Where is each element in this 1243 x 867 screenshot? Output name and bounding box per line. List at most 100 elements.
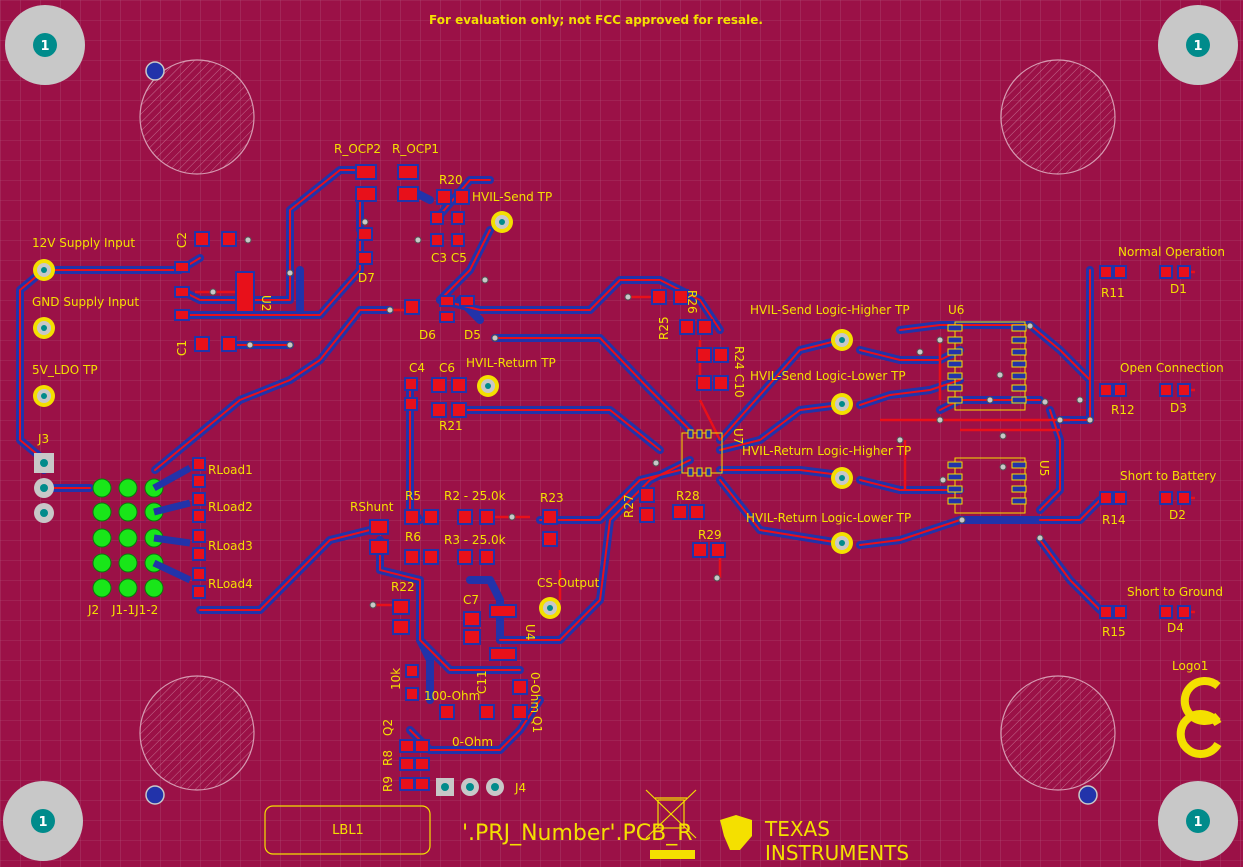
ref-r11: R11	[1101, 286, 1125, 300]
label-send-logic-lower: HVIL-Send Logic-Lower TP	[750, 369, 906, 383]
smd-components[interactable]	[174, 164, 1191, 791]
ref-u5: U5	[1037, 460, 1051, 476]
label-cs-output: CS-Output	[537, 576, 600, 590]
brand-texas: TEXAS	[764, 817, 830, 841]
svg-text:1: 1	[1193, 39, 1202, 54]
ref-rshunt: RShunt	[350, 500, 394, 514]
ref-rload1: RLoad1	[208, 463, 253, 477]
fcc-notice: For evaluation only; not FCC approved fo…	[429, 13, 763, 27]
svg-text:LBL1: LBL1	[332, 823, 364, 838]
ref-d2: D2	[1169, 508, 1186, 522]
connector-j4[interactable]	[436, 778, 504, 796]
label-open-connection: Open Connection	[1120, 361, 1224, 375]
vias	[209, 218, 1094, 609]
ref-j1: J1-1J1-2	[111, 603, 158, 617]
ref-r24: R24	[732, 346, 746, 370]
testpoint-return-logic-lower[interactable]	[831, 532, 853, 554]
silkscreen-labels: 12V Supply Input GND Supply Input 5V_LDO…	[32, 142, 1225, 795]
ref-j2: J2	[87, 603, 99, 617]
label-normal-operation: Normal Operation	[1118, 245, 1225, 259]
ref-r-ocp1: R_OCP1	[392, 142, 439, 156]
ic-u6[interactable]	[947, 321, 1027, 411]
ref-0-ohm-a: 0-Ohm	[528, 672, 542, 713]
ref-c11: C11	[475, 670, 489, 694]
ic-u7[interactable]	[681, 429, 723, 477]
ref-q1: Q1	[530, 716, 544, 733]
ref-r15: R15	[1102, 625, 1126, 639]
testpoint-return-logic-higher[interactable]	[831, 467, 853, 489]
ref-r22: R22	[391, 580, 415, 594]
project-underline	[650, 850, 695, 859]
ref-u2: U2	[259, 295, 273, 311]
ref-r12: R12	[1111, 403, 1135, 417]
ref-c10: C10	[732, 374, 746, 398]
weee-bin-icon	[645, 789, 697, 839]
label-short-battery: Short to Battery	[1120, 469, 1216, 483]
ref-r29: R29	[698, 528, 722, 542]
project-number: '.PRJ_Number'.PCB_R	[462, 821, 693, 846]
ref-c4: C4	[409, 361, 425, 375]
ref-c6: C6	[439, 361, 455, 375]
ref-d6: D6	[419, 328, 436, 342]
ref-c3-c5: C3 C5	[431, 251, 467, 265]
ref-q2: Q2	[381, 719, 395, 736]
ref-r3: R3 - 25.0k	[444, 533, 506, 547]
label-hvil-send: HVIL-Send TP	[472, 190, 552, 204]
ref-rload4: RLoad4	[208, 577, 253, 591]
connector-j3[interactable]	[34, 453, 54, 523]
ref-0-ohm-b: 0-Ohm	[452, 735, 493, 749]
ref-logo1: Logo1	[1172, 659, 1208, 673]
testpoint-gnd[interactable]	[33, 317, 55, 339]
ref-r14: R14	[1102, 513, 1126, 527]
ref-d7: D7	[358, 271, 375, 285]
ref-r-ocp2: R_OCP2	[334, 142, 381, 156]
ref-rload3: RLoad3	[208, 539, 253, 553]
ref-10k: 10k	[389, 668, 403, 690]
ref-j4: J4	[514, 781, 526, 795]
ref-r28: R28	[676, 489, 700, 503]
ref-r26: R26	[685, 290, 699, 314]
ref-r8: R8	[381, 750, 395, 766]
label-hvil-return: HVIL-Return TP	[466, 356, 556, 370]
label-return-logic-higher: HVIL-Return Logic-Higher TP	[742, 444, 911, 458]
testpoint-hvil-return[interactable]	[477, 375, 499, 397]
brand-instruments: INSTRUMENTS	[765, 841, 909, 865]
testpoint-12v[interactable]	[33, 259, 55, 281]
testpoint-send-logic-lower[interactable]	[831, 393, 853, 415]
ref-u7: U7	[731, 428, 745, 444]
ref-r23: R23	[540, 491, 564, 505]
ref-d3: D3	[1170, 401, 1187, 415]
mounting-hole[interactable]: 1	[1158, 781, 1238, 861]
ref-d4: D4	[1167, 621, 1184, 635]
header-to-rload-traces	[152, 464, 192, 584]
mounting-hole[interactable]: 1	[5, 5, 85, 85]
label-short-ground: Short to Ground	[1127, 585, 1223, 599]
ic-u5[interactable]	[947, 457, 1027, 514]
ref-c7: C7	[463, 593, 479, 607]
label-return-logic-lower: HVIL-Return Logic-Lower TP	[746, 511, 911, 525]
ref-c1: C1	[175, 340, 189, 356]
ref-r9: R9	[381, 776, 395, 792]
mounting-hole[interactable]: 1	[3, 781, 83, 861]
ref-r5: R5	[405, 489, 421, 503]
testpoint-cs-output[interactable]	[539, 597, 561, 619]
header-j1-j2[interactable]	[92, 478, 164, 598]
label-lbl1: LBL1	[264, 805, 431, 855]
ref-c2: C2	[175, 232, 189, 248]
testpoint-send-logic-higher[interactable]	[831, 329, 853, 351]
ref-rload2: RLoad2	[208, 500, 253, 514]
svg-text:1: 1	[40, 39, 49, 54]
mounting-hole[interactable]: 1	[1158, 5, 1238, 85]
label-12v-supply: 12V Supply Input	[32, 236, 135, 250]
testpoint-hvil-send[interactable]	[491, 211, 513, 233]
label-5v-ldo: 5V_LDO TP	[32, 363, 98, 377]
ref-j3: J3	[37, 432, 49, 446]
keepout-zones	[139, 59, 1116, 791]
ref-r2: R2 - 25.0k	[444, 489, 506, 503]
ce-mark-icon	[1176, 677, 1222, 758]
ref-r27: R27	[622, 494, 636, 518]
testpoint-5v-ldo[interactable]	[33, 385, 55, 407]
top-layer-traces	[195, 270, 1195, 614]
ref-r20: R20	[439, 173, 463, 187]
ref-d5: D5	[464, 328, 481, 342]
